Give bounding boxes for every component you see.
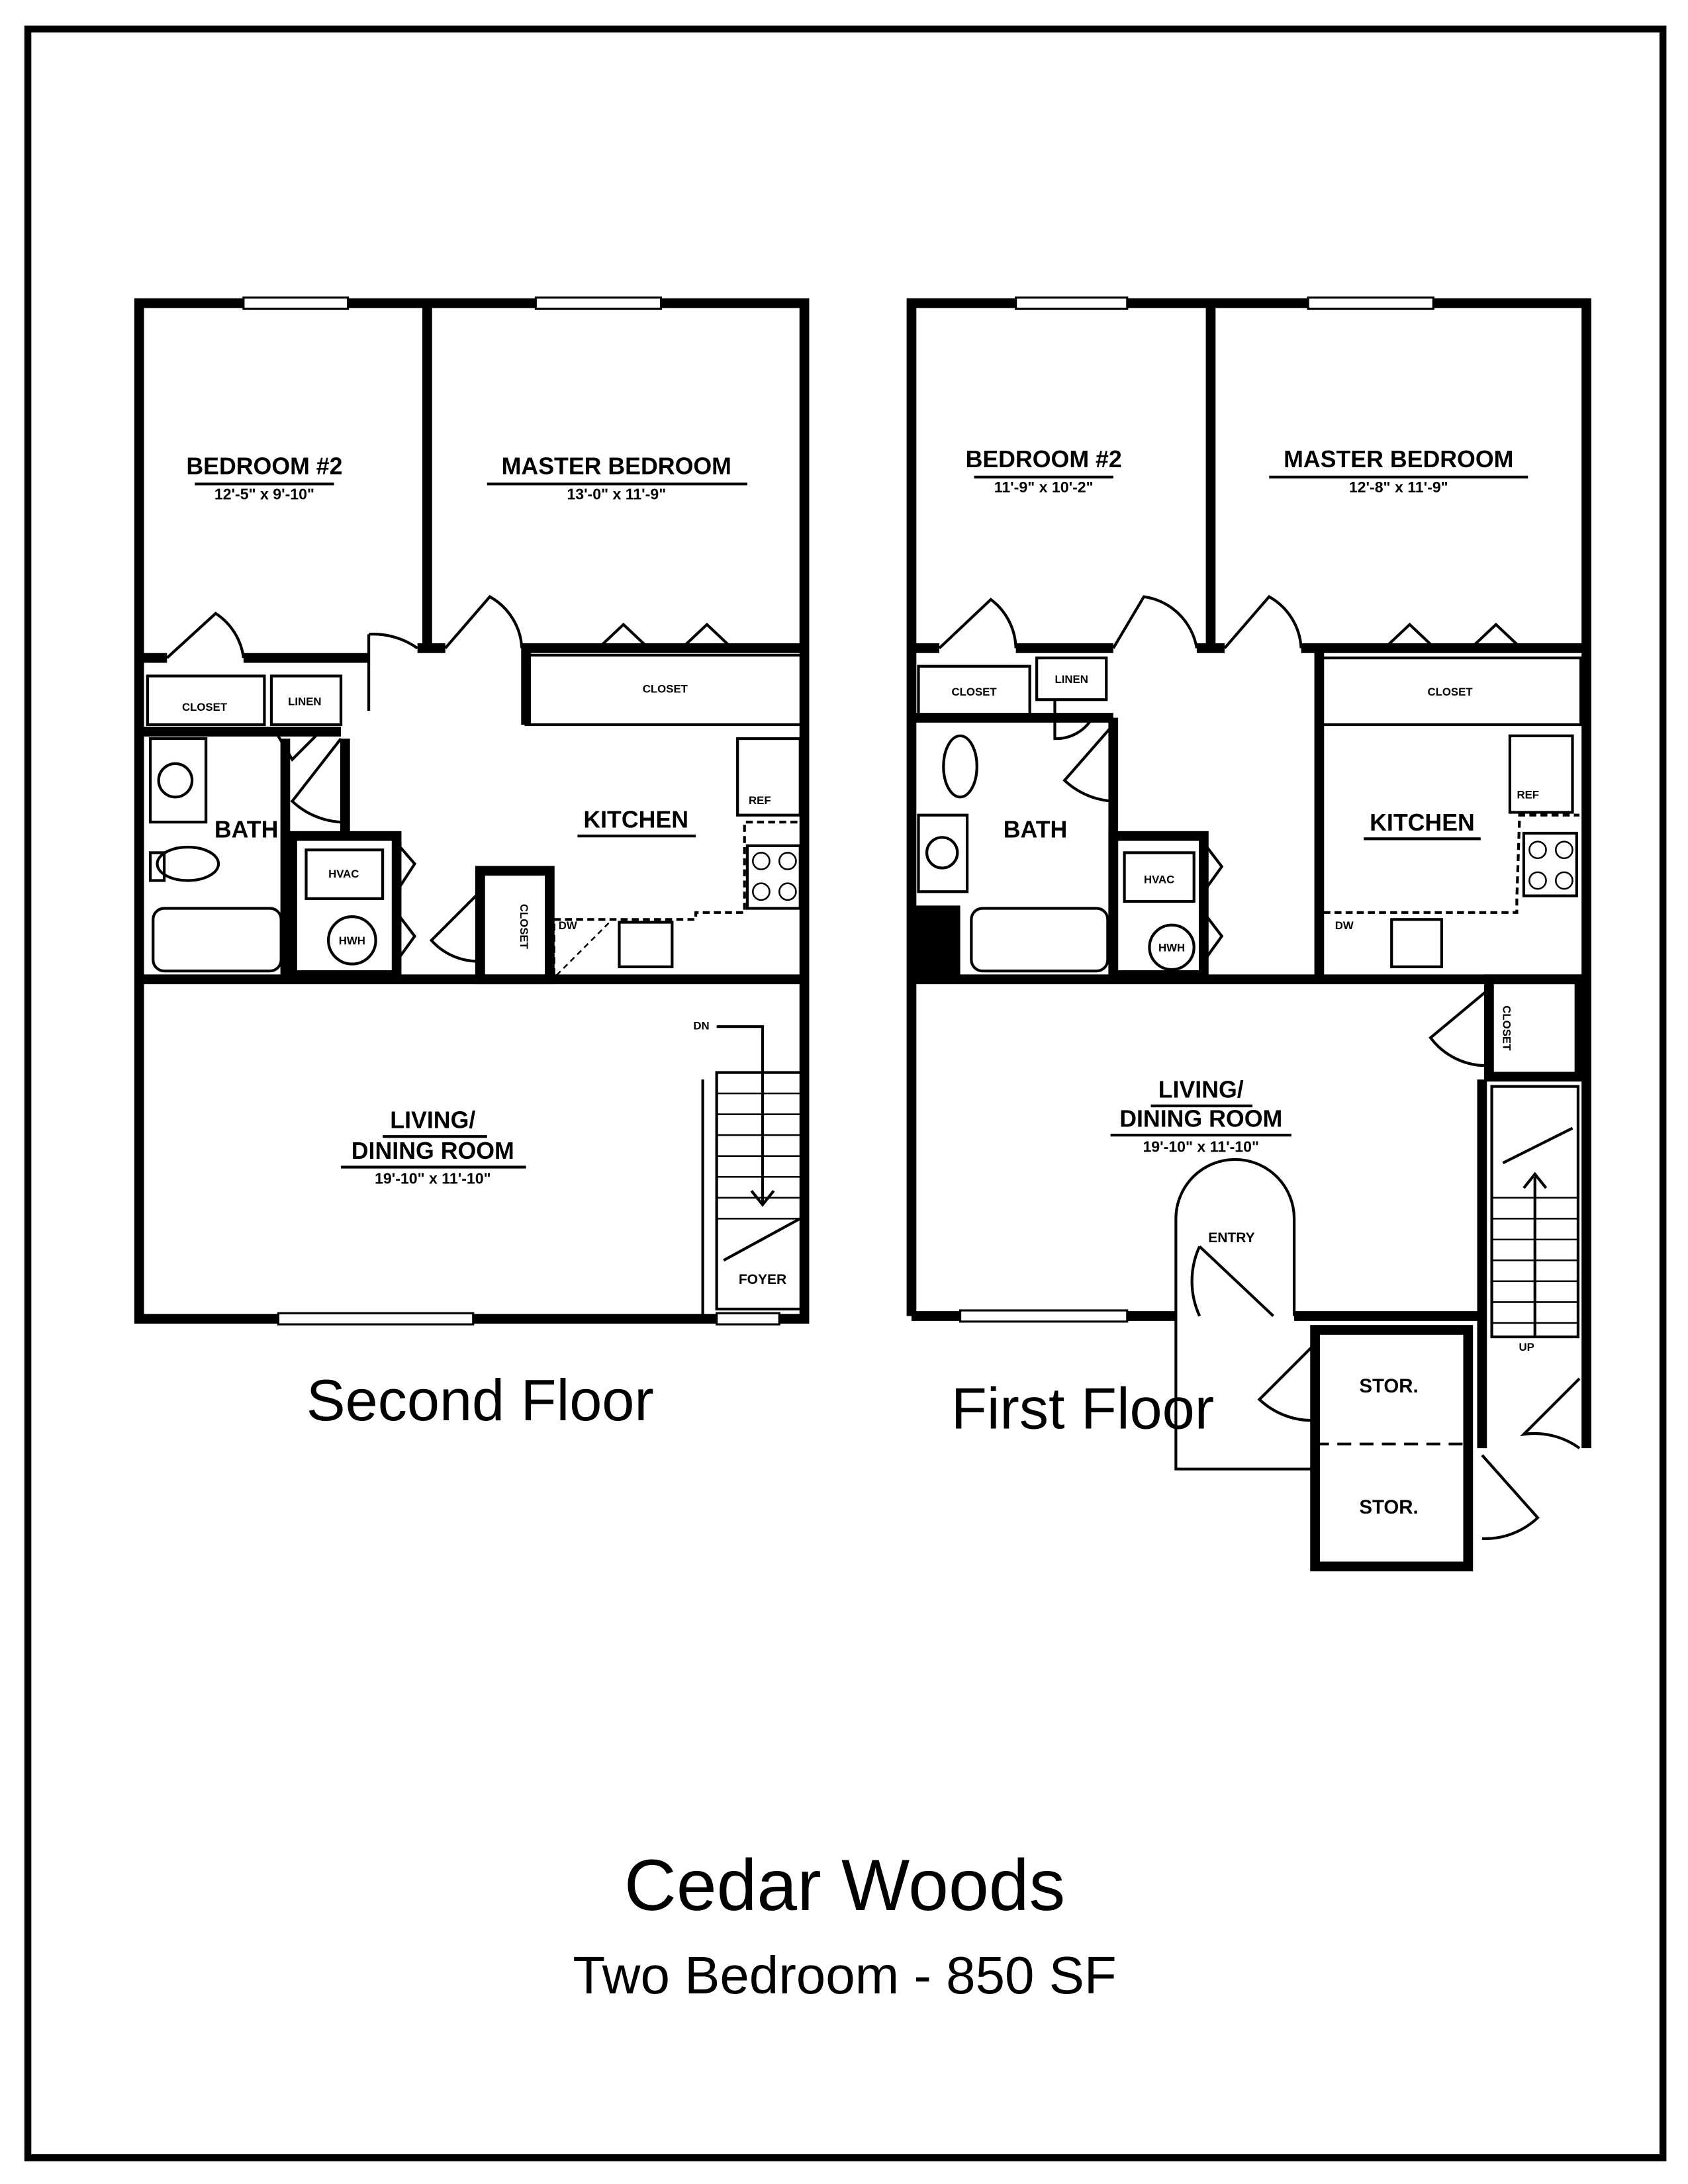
fixtures	[148, 737, 805, 976]
kitchen-sink-icon	[1390, 918, 1444, 968]
room-name: HVAC	[328, 868, 359, 880]
first-floor-plan: BEDROOM #2 11'-9" x 10'-2" MASTER BEDROO…	[906, 296, 1591, 1572]
chase	[915, 905, 961, 976]
water-heater-icon	[1148, 923, 1196, 972]
windows	[242, 296, 780, 1326]
second-floor-plan: BEDROOM #2 12'-5" x 9'-10" MASTER BEDROO…	[134, 296, 810, 1433]
plan-subtitle: Two Bedroom - 850 SF	[573, 1946, 1116, 2005]
room-name: HWH	[339, 934, 365, 947]
room-name: LIVING/	[390, 1107, 475, 1134]
kitchen-sink-icon	[618, 921, 674, 968]
door-swings	[938, 594, 1581, 1540]
room-name: REF	[1517, 788, 1539, 801]
room-size: 12'-8" x 11'-9"	[1349, 478, 1448, 496]
toilet-icon	[942, 734, 978, 799]
room-name: STOR.	[1359, 1496, 1418, 1518]
interior-walls	[139, 307, 806, 985]
room-name: ENTRY	[1208, 1230, 1254, 1246]
hvac-unit	[305, 848, 385, 900]
room-name: BEDROOM #2	[966, 446, 1122, 473]
room-size: 19'-10" x 11'-10"	[375, 1170, 491, 1187]
room-labels: BEDROOM #2 12'-5" x 9'-10" MASTER BEDROO…	[182, 453, 786, 1287]
room-size: 19'-10" x 11'-10"	[1143, 1138, 1259, 1155]
water-heater-icon	[327, 915, 377, 966]
plan-title: Cedar Woods	[624, 1845, 1065, 1926]
room-name: BATH	[1004, 816, 1068, 842]
toilet-icon	[156, 845, 220, 882]
door-swings	[165, 594, 733, 963]
interior-walls	[911, 307, 1587, 1572]
sink-icon	[148, 737, 208, 824]
room-size: 11'-9" x 10'-2"	[994, 478, 1094, 496]
room-name: BEDROOM #2	[186, 453, 342, 480]
room-name: KITCHEN	[583, 807, 688, 833]
room-name: DW	[1335, 919, 1354, 932]
room-name: DINING ROOM	[1119, 1106, 1282, 1132]
room-name: REF	[749, 794, 771, 807]
bathtub-icon	[152, 907, 283, 973]
room-name: STOR.	[1359, 1375, 1418, 1397]
room-labels: BEDROOM #2 11'-9" x 10'-2" MASTER BEDROO…	[951, 446, 1539, 1518]
room-size: 12'-5" x 9'-10"	[214, 485, 314, 502]
hvac-unit	[1123, 851, 1196, 903]
room-name: CLOSET	[951, 686, 997, 698]
stair-direction: DN	[693, 1019, 709, 1032]
room-name: FOYER	[739, 1272, 786, 1287]
room-name: MASTER BEDROOM	[502, 453, 731, 480]
sink-icon	[917, 813, 969, 893]
room-name: MASTER BEDROOM	[1284, 446, 1513, 473]
stove-icon	[745, 844, 802, 910]
room-name: DINING ROOM	[352, 1138, 514, 1164]
room-name: BATH	[214, 816, 279, 842]
room-name: CLOSET	[182, 701, 228, 713]
stairs	[1490, 1085, 1580, 1339]
room-name: HVAC	[1144, 874, 1174, 886]
refrigerator-icon	[736, 737, 802, 817]
floor-caption: Second Floor	[306, 1367, 654, 1433]
room-name: LINEN	[1055, 673, 1088, 686]
floor-caption: First Floor	[951, 1376, 1214, 1441]
stairs	[701, 1025, 805, 1316]
exterior-walls	[906, 298, 1591, 1449]
room-name: LINEN	[288, 696, 321, 708]
bathtub-icon	[970, 907, 1109, 973]
room-name: HWH	[1158, 942, 1185, 954]
stair-direction: UP	[1519, 1341, 1534, 1353]
fixtures	[917, 734, 1580, 976]
room-name: LIVING/	[1158, 1076, 1244, 1103]
room-name: CLOSET	[643, 683, 688, 696]
windows	[959, 296, 1434, 1323]
room-name: KITCHEN	[1370, 809, 1475, 836]
room-name: CLOSET	[518, 904, 530, 950]
room-name: DW	[559, 919, 577, 932]
room-name: CLOSET	[1427, 686, 1473, 698]
room-size: 13'-0" x 11'-9"	[567, 485, 666, 502]
room-name: CLOSET	[1500, 1005, 1513, 1051]
stove-icon	[1522, 831, 1578, 897]
refrigerator-icon	[1508, 734, 1574, 814]
page-border	[24, 25, 1667, 2161]
